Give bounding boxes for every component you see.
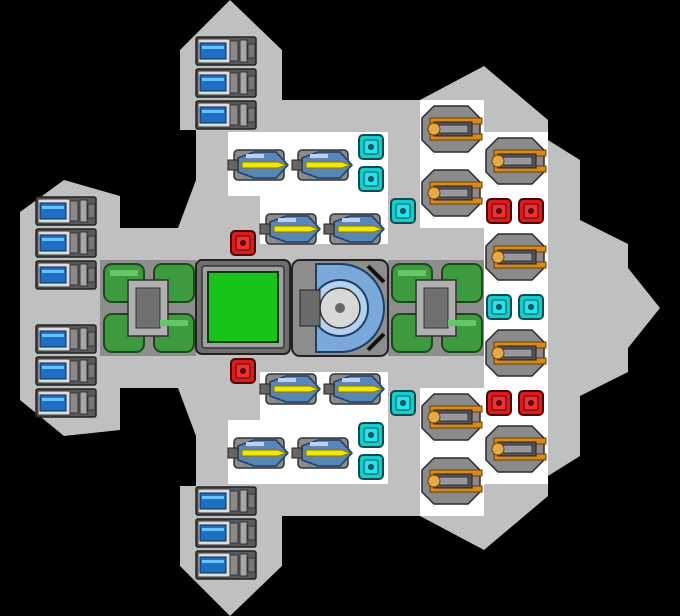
railgun <box>485 329 547 377</box>
railgun <box>421 457 483 505</box>
shield-generator <box>291 259 389 357</box>
thruster-pod <box>35 228 97 258</box>
laser-cannon <box>259 373 321 405</box>
cyan-node <box>358 454 384 480</box>
cyan-node <box>358 166 384 192</box>
engine-right <box>387 259 485 357</box>
laser-cannon <box>291 437 353 469</box>
red-node <box>486 198 512 224</box>
red-node <box>518 198 544 224</box>
red-node <box>230 358 256 384</box>
thruster-pod <box>195 68 257 98</box>
red-node <box>230 230 256 256</box>
red-node <box>486 390 512 416</box>
laser-cannon <box>291 149 353 181</box>
thruster-pod <box>195 36 257 66</box>
cyan-node <box>390 390 416 416</box>
thruster-pod <box>195 100 257 130</box>
thruster-pod <box>35 324 97 354</box>
laser-cannon <box>323 373 385 405</box>
railgun <box>485 137 547 185</box>
reactor-core <box>195 259 291 355</box>
thruster-pod <box>195 518 257 548</box>
railgun <box>421 393 483 441</box>
thruster-pod <box>35 260 97 290</box>
thruster-pod <box>195 486 257 516</box>
railgun <box>421 169 483 217</box>
cyan-node <box>358 422 384 448</box>
thruster-pod <box>195 550 257 580</box>
cyan-node <box>486 294 512 320</box>
cyan-node <box>390 198 416 224</box>
thruster-pod <box>35 196 97 226</box>
cyan-node <box>518 294 544 320</box>
red-node <box>518 390 544 416</box>
laser-cannon <box>323 213 385 245</box>
cyan-node <box>358 134 384 160</box>
laser-cannon <box>259 213 321 245</box>
railgun <box>485 233 547 281</box>
railgun <box>485 425 547 473</box>
thruster-pod <box>35 388 97 418</box>
engine-left <box>99 259 197 357</box>
laser-cannon <box>227 149 289 181</box>
railgun <box>421 105 483 153</box>
laser-cannon <box>227 437 289 469</box>
thruster-pod <box>35 356 97 386</box>
